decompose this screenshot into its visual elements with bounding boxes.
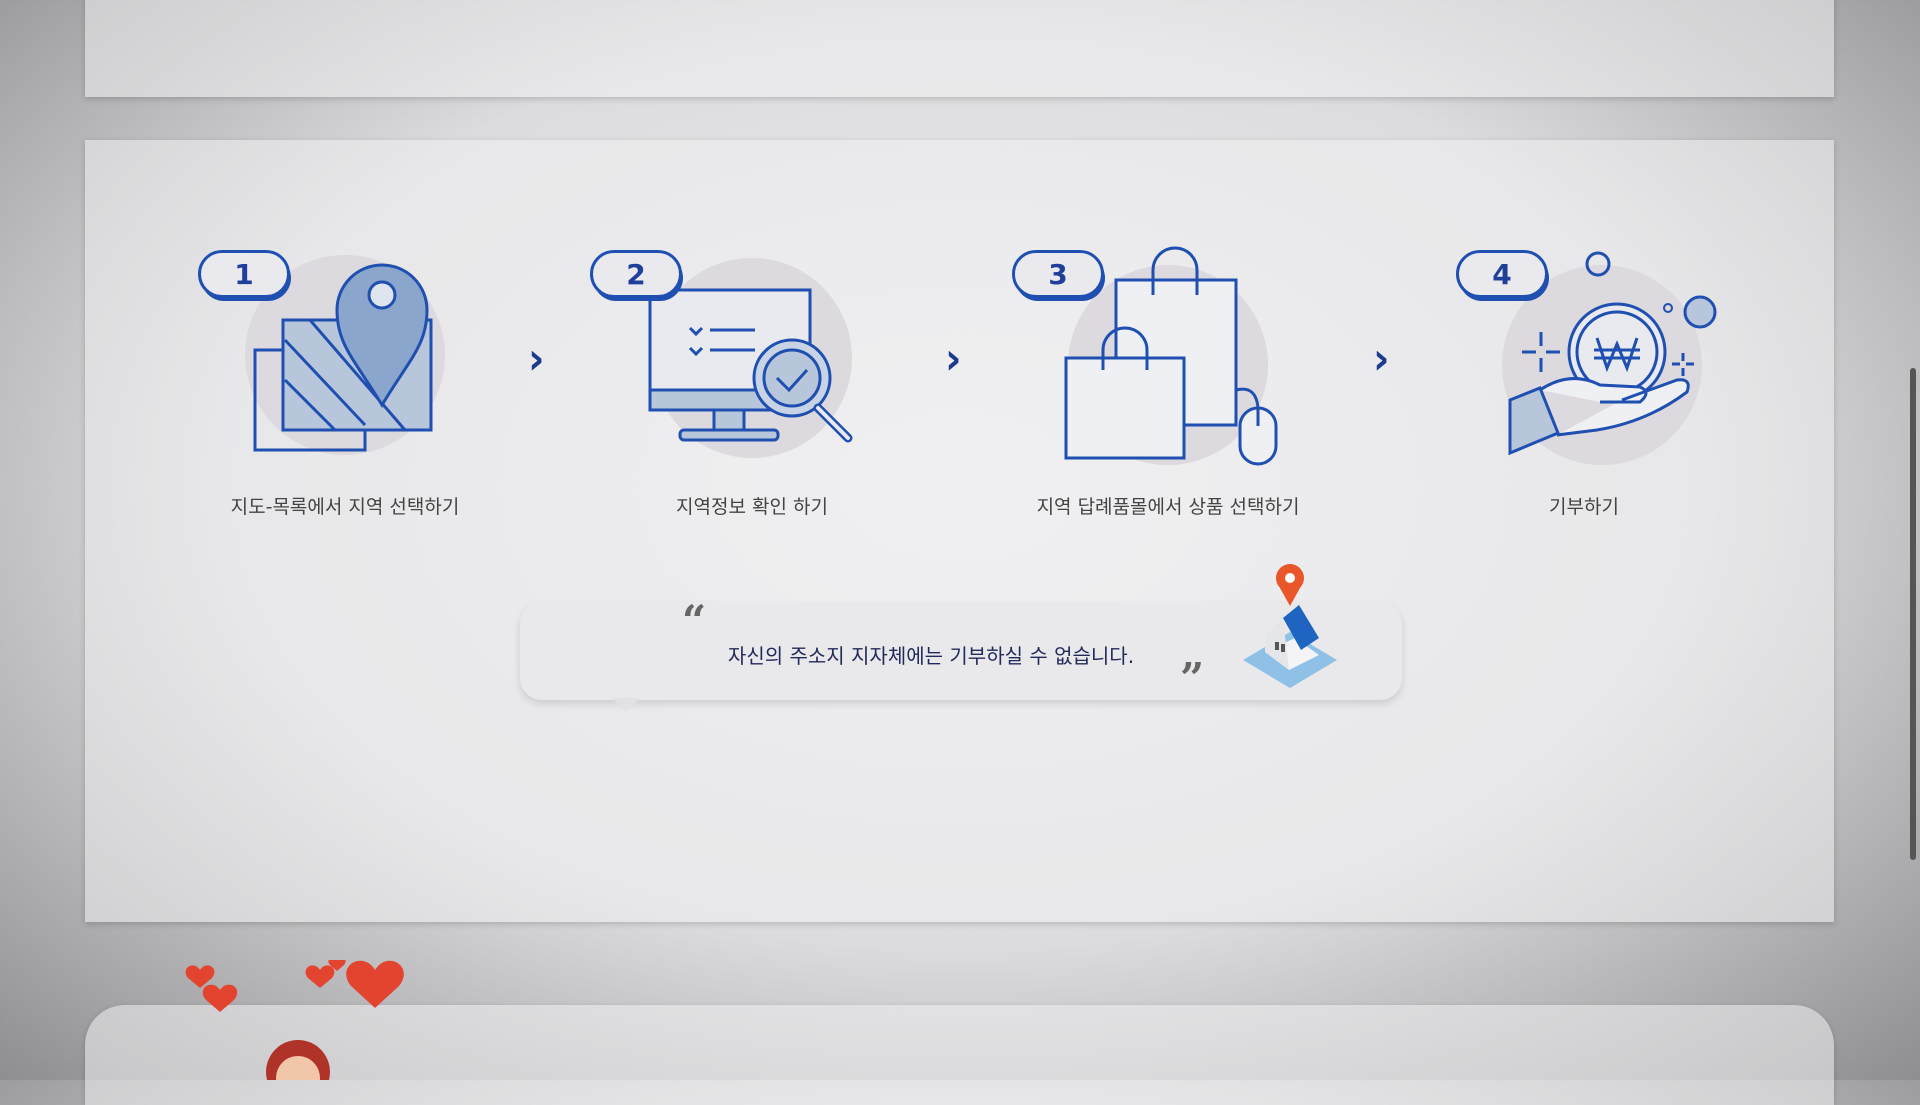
chevron-right-icon: › — [945, 333, 962, 385]
step-number-badge: 2 — [590, 250, 682, 298]
step-1: 1 지도-목록에서 지역 선택하기 — [165, 240, 525, 540]
step-number-badge: 3 — [1012, 250, 1104, 298]
map-pin-icon — [245, 255, 445, 455]
step-label: 기부하기 — [1549, 496, 1619, 518]
step-2: 2 지역정보 확인 하기 — [572, 240, 932, 540]
step-3: 3 지역 답례품몰에서 상품 선택하기 — [988, 240, 1348, 540]
monitor-search-icon — [648, 258, 853, 458]
bubble-tail — [612, 698, 640, 712]
open-quote-icon: “ — [682, 596, 707, 645]
hearts-illustration — [185, 960, 404, 1080]
notice-text: 자신의 주소지 지자체에는 기부하실 수 없습니다. — [727, 644, 1135, 668]
scrollbar-thumb[interactable] — [1910, 368, 1916, 860]
step-4: 4 기부하기 — [1422, 240, 1782, 540]
step-number-badge: 4 — [1456, 250, 1548, 298]
shopping-bag-icon — [1064, 246, 1278, 466]
step-label: 지역정보 확인 하기 — [676, 496, 828, 518]
step-number-badge: 1 — [198, 250, 290, 298]
notice-bubble: “ 자신의 주소지 지자체에는 기부하실 수 없습니다. ” — [520, 564, 1402, 703]
house-location-icon — [1243, 564, 1337, 688]
step-label: 지역 답례품몰에서 상품 선택하기 — [1036, 496, 1300, 518]
close-quote-icon: ” — [1180, 654, 1205, 703]
step-label: 지도-목록에서 지역 선택하기 — [230, 496, 460, 518]
hand-won-coin-icon — [1502, 251, 1717, 465]
previous-section-card — [85, 0, 1834, 97]
chevron-right-icon: › — [528, 333, 545, 385]
chevron-right-icon: › — [1373, 333, 1390, 385]
